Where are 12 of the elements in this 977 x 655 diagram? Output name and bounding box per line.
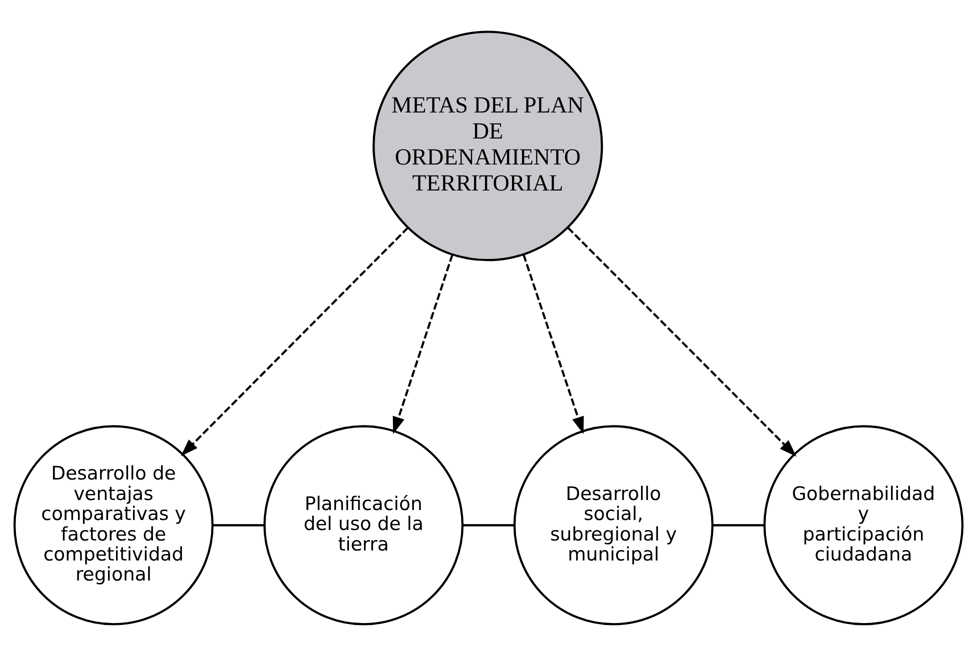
arrow (392, 254, 454, 434)
connector (462, 524, 514, 526)
node-circle: Gobernabilidad y participación ciudadana (763, 424, 964, 625)
node-circle: METAS DEL PLAN DE ORDENAMIENTO TERRITORIAL (372, 30, 604, 261)
arrow (522, 254, 584, 434)
arrow (567, 226, 796, 456)
arrow (180, 226, 409, 456)
node-circle: Desarrollo de ventajas comparativas y factores de competitividad regional (13, 424, 214, 625)
connector (712, 524, 764, 526)
connector (212, 524, 264, 526)
node-circle: Desarrollo social, subregional y municipal (513, 424, 714, 625)
node-circle: Planificación del uso de la tierra (263, 424, 464, 625)
